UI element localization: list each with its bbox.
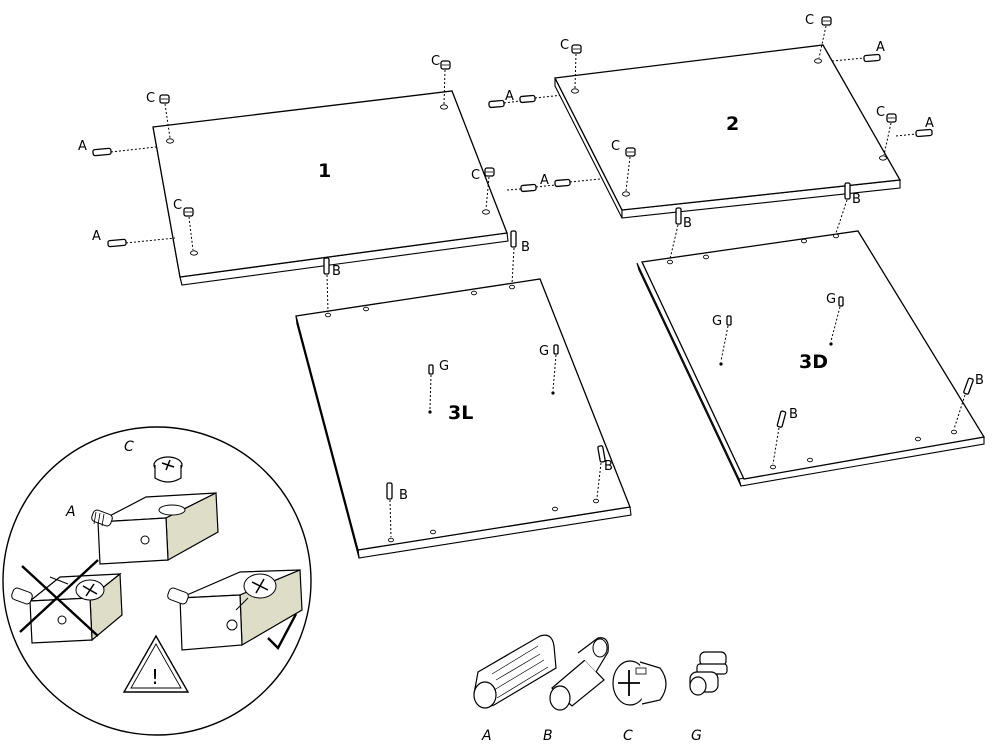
legend-dowel-icon [473,634,557,709]
connector-g-icon: G [826,292,844,342]
legend-label-b: B [543,728,553,744]
detail-cam-in-board [91,456,219,565]
detail-correct-orientation [167,569,303,651]
cam-c-icon: C [876,105,897,156]
svg-text:A: A [540,173,549,188]
svg-text:B: B [683,216,692,231]
dowel-a-icon: A [78,139,157,157]
pin-b-icon: B [323,257,341,313]
detail-callout: C A [2,426,312,736]
pin-b-icon: B [596,445,613,499]
legend-label-c: C [623,728,633,744]
legend-pin-icon [549,637,609,711]
svg-text:B: B [789,407,798,422]
svg-text:G: G [539,344,549,359]
svg-text:B: B [604,459,613,474]
pin-b-icon: B [835,182,861,234]
svg-text:B: B [521,240,530,255]
svg-text:G: G [712,314,722,329]
svg-text:B: B [975,373,984,388]
connector-g-icon: G [428,359,449,410]
panel-1: 1 A A C C [78,54,601,286]
svg-text:G: G [826,292,836,307]
cam-c-icon: C [471,167,495,210]
legend-label-g: G [691,728,702,744]
dowel-a-icon: A [506,173,601,193]
pin-b-icon: B [510,230,530,285]
connector-g-icon: G [539,344,559,391]
svg-text:A: A [925,116,934,131]
legend-cam-icon [612,660,667,706]
warning-icon: ! [122,634,190,693]
dowel-a-icon: A [895,116,934,138]
svg-text:A: A [92,229,101,244]
cam-c-icon: C [173,198,194,251]
detail-dowel-label: A [65,504,76,520]
legend-connector-icon [689,651,728,696]
panel-2: 2 C C C C [554,13,934,219]
svg-text:C: C [471,168,480,183]
panel-3d: 3D B B B B [636,182,986,487]
detail-wrong-orientation [11,559,123,644]
svg-text:G: G [439,359,449,374]
panel-3l: 3L B B B B [295,230,632,559]
cam-c-icon: C [611,139,636,192]
panel-2-label: 2 [726,113,739,135]
svg-text:C: C [876,105,885,120]
svg-text:A: A [505,89,514,104]
panel-1-label: 1 [318,160,331,182]
svg-text:!: ! [151,665,159,689]
svg-text:C: C [560,38,569,53]
svg-text:C: C [431,54,440,69]
check-icon [267,613,298,650]
svg-text:A: A [78,139,87,154]
legend-label-a: A [481,728,492,744]
svg-text:A: A [876,40,885,55]
panel-3l-label: 3L [448,402,473,424]
svg-text:C: C [611,139,620,154]
pin-b-icon: B [953,373,984,430]
dowel-a-icon: A [831,40,885,63]
cam-c-icon: C [431,54,451,105]
connector-g-icon: G [712,314,732,362]
svg-text:B: B [332,264,341,279]
detail-cam-label: C [124,439,134,455]
svg-text:C: C [173,198,182,213]
parts-legend: A B C G [473,634,728,744]
cam-c-icon: C [560,38,582,89]
dowel-a-icon: A [92,229,176,248]
cam-c-icon: C [805,13,832,59]
dowel-a-icon: A [488,89,564,109]
panel-3d-label: 3D [799,351,828,373]
pin-b-icon: B [669,207,692,260]
cross-icon [21,565,99,637]
cam-c-icon: C [146,91,171,139]
pin-b-icon: B [386,482,408,538]
svg-text:B: B [852,192,861,207]
svg-text:C: C [146,91,155,106]
pin-b-icon: B [772,407,798,465]
svg-text:C: C [805,13,814,28]
svg-text:B: B [399,488,408,503]
